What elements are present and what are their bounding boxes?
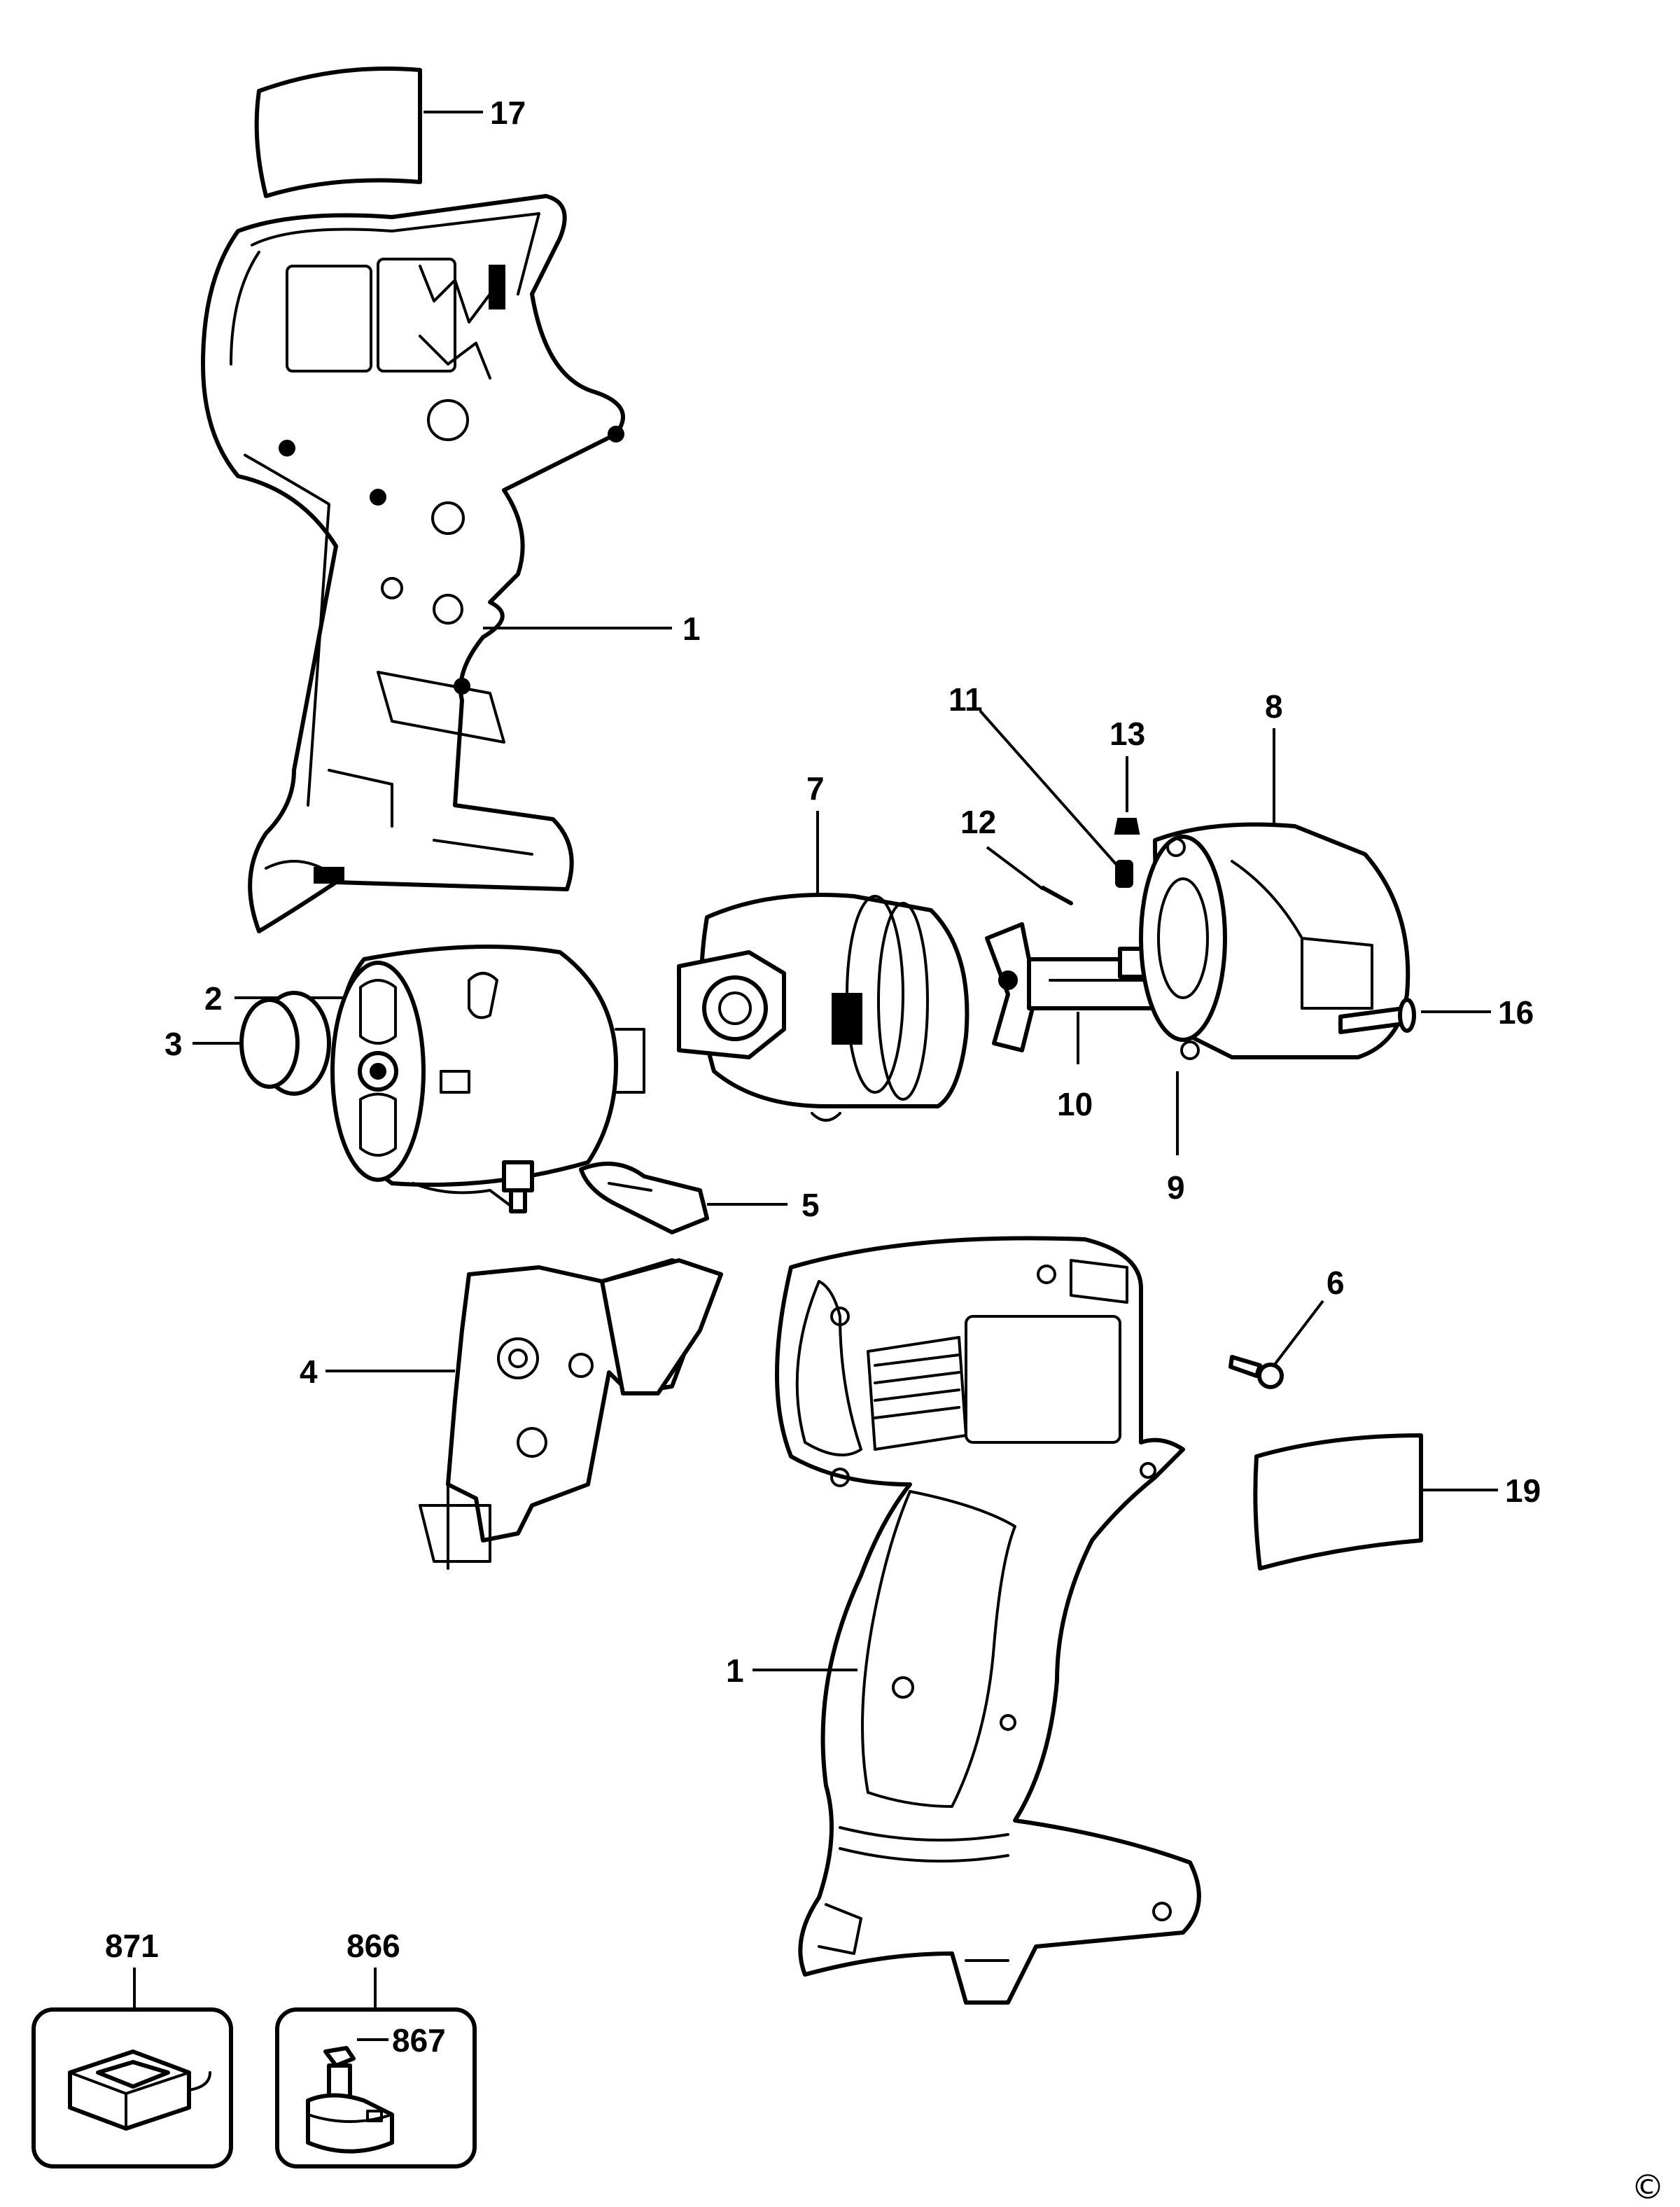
part-3-bearing: [239, 991, 331, 1096]
part-4-switch: [419, 1258, 723, 1570]
part-6-screw: [1228, 1355, 1284, 1389]
part-7-gearbox: [677, 893, 969, 1122]
callout-10: 10: [1057, 1086, 1093, 1122]
part-12-pin: [1041, 886, 1073, 905]
part-8-nose-cone: [1139, 822, 1410, 1060]
callout-7: 7: [806, 770, 825, 807]
callout-2: 2: [204, 980, 223, 1017]
callout-3: 3: [164, 1026, 183, 1062]
part-11-spring: [1115, 860, 1133, 888]
callout-19: 19: [1505, 1473, 1541, 1509]
callout-867: 867: [392, 2022, 446, 2059]
copyright-mark: ©: [1631, 2168, 1665, 2207]
part-1-housing-inner: [201, 194, 625, 933]
part-2-motor: [330, 945, 645, 1213]
callout-6: 6: [1326, 1265, 1345, 1301]
part-19-label: [1253, 1433, 1423, 1571]
part-16-screw: [1338, 998, 1416, 1034]
callout-1-lower: 1: [726, 1652, 744, 1689]
part-871-charger: [31, 2007, 233, 2168]
callout-866: 866: [346, 1928, 400, 1964]
leader-11: [979, 709, 1118, 866]
part-1-housing-outer: [775, 1236, 1201, 2005]
callout-5: 5: [802, 1187, 820, 1223]
callout-9: 9: [1167, 1169, 1185, 1206]
part-13-detent: [1114, 818, 1140, 835]
part-5-clip: [502, 1160, 709, 1234]
callout-8: 8: [1265, 688, 1283, 725]
callout-17: 17: [490, 95, 526, 131]
leader-6: [1273, 1300, 1324, 1367]
leader-12: [986, 846, 1044, 891]
callout-13: 13: [1110, 716, 1145, 752]
callout-16: 16: [1498, 994, 1534, 1031]
callout-12: 12: [960, 804, 996, 840]
callout-11: 11: [948, 681, 983, 718]
callout-871: 871: [105, 1928, 159, 1964]
part-866-battery: [275, 2007, 477, 2168]
callout-1-upper: 1: [682, 611, 701, 647]
callout-4: 4: [300, 1353, 318, 1390]
part-17-label: [254, 67, 422, 198]
